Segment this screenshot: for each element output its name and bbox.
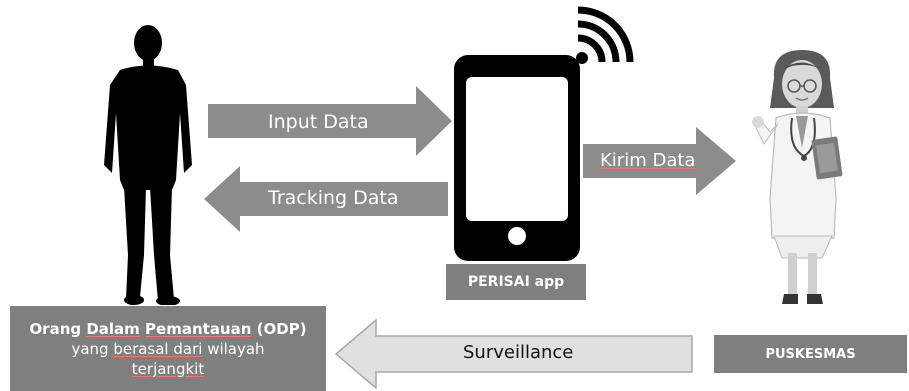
kirim-data-label: Kirim Data	[600, 150, 696, 171]
odp-title-part: Orang	[29, 319, 87, 338]
doctor-icon	[752, 50, 843, 304]
input-data-label: Input Data	[268, 111, 369, 133]
odp-label-box: Orang Dalam Pemantauan (ODP) yang berasa…	[10, 306, 326, 391]
perisai-app-label-box: PERISAI app	[446, 264, 586, 300]
odp-region-line: terjangkit	[132, 359, 204, 379]
perisai-app-label: PERISAI app	[467, 274, 565, 290]
odp-title-pemantauan: Pemantauan	[145, 319, 252, 338]
puskesmas-label-box: PUSKESMAS	[714, 335, 907, 373]
odp-subtitle-part: yang	[71, 339, 114, 358]
input-data-arrow	[208, 86, 452, 156]
odp-region-terjangkit: terjangkit	[131, 359, 205, 378]
odp-subtitle-wilayah: wilayah	[202, 339, 265, 358]
wifi-signal-icon	[576, 6, 634, 64]
tracking-data-arrow	[204, 166, 448, 232]
kirim-data-arrow	[583, 127, 736, 195]
surveillance-arrow	[334, 319, 693, 389]
odp-title-abbrev: (ODP)	[251, 319, 307, 338]
puskesmas-label: PUSKESMAS	[765, 346, 856, 362]
odp-title-line: Orang Dalam Pemantauan (ODP)	[29, 319, 306, 339]
smartphone-icon	[454, 55, 580, 261]
tracking-data-label: Tracking Data	[268, 187, 399, 209]
person-silhouette-icon	[104, 25, 192, 305]
odp-subtitle-berasal: berasal dari	[113, 339, 203, 358]
odp-title-dalam: Dalam	[86, 319, 140, 338]
surveillance-label: Surveillance	[463, 342, 574, 363]
odp-subtitle-line: yang berasal dari wilayah	[71, 339, 264, 359]
